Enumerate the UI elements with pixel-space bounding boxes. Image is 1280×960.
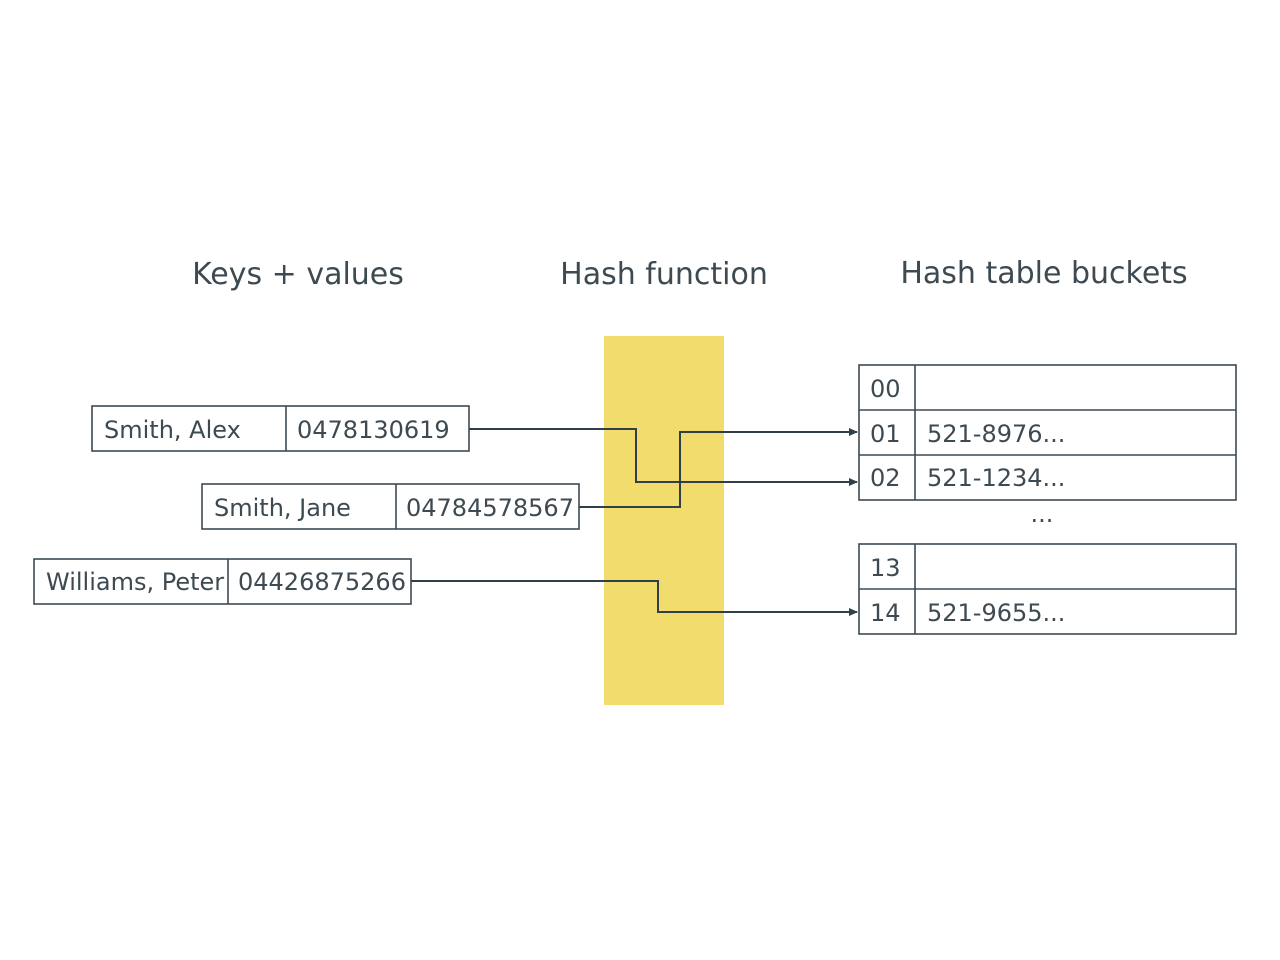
record-key: Williams, Peter (46, 568, 224, 596)
record-value: 04784578567 (406, 494, 574, 522)
record-key: Smith, Jane (214, 494, 351, 522)
record-smith-jane: Smith, Jane 04784578567 (201, 483, 580, 530)
record-value: 0478130619 (297, 416, 450, 444)
heading-hash-function: Hash function (560, 257, 768, 292)
bucket-row-14: 14 521-9655... (870, 599, 1065, 627)
record-smith-alex: Smith, Alex 0478130619 (91, 405, 470, 452)
bucket-block-frame (858, 364, 1237, 501)
arrow-smith-jane-to-bucket-01 (579, 428, 858, 508)
bucket-index: 02 (870, 464, 901, 492)
bucket-row-02: 02 521-1234... (870, 464, 1065, 492)
heading-hash-table-buckets: Hash table buckets (900, 256, 1187, 291)
bucket-index: 13 (870, 554, 901, 582)
heading-keys-values: Keys + values (192, 257, 404, 292)
arrow-williams-peter-to-bucket-14 (411, 580, 858, 616)
arrow-smith-alex-to-bucket-02 (469, 428, 858, 486)
bucket-index: 14 (870, 599, 901, 627)
record-box (91, 405, 470, 452)
record-williams-peter: Williams, Peter 04426875266 (33, 558, 412, 605)
bucket-gap-ellipsis: ... (1031, 500, 1054, 528)
bucket-row-01: 01 521-8976... (870, 420, 1065, 448)
record-box (33, 558, 412, 605)
bucket-row-13: 13 (870, 554, 901, 582)
record-key: Smith, Alex (104, 416, 241, 444)
bucket-value: 521-8976... (927, 420, 1065, 448)
hash-function-band (604, 336, 724, 705)
bucket-row-00: 00 (870, 375, 901, 403)
bucket-value: 521-9655... (927, 599, 1065, 627)
bucket-block-bottom: 13 14 521-9655... (858, 543, 1237, 635)
bucket-value: 521-1234... (927, 464, 1065, 492)
record-box (201, 483, 580, 530)
bucket-block-top: 00 01 521-8976... 02 521-1234... (858, 364, 1237, 501)
bucket-index: 01 (870, 420, 901, 448)
bucket-index: 00 (870, 375, 901, 403)
record-value: 04426875266 (238, 568, 406, 596)
